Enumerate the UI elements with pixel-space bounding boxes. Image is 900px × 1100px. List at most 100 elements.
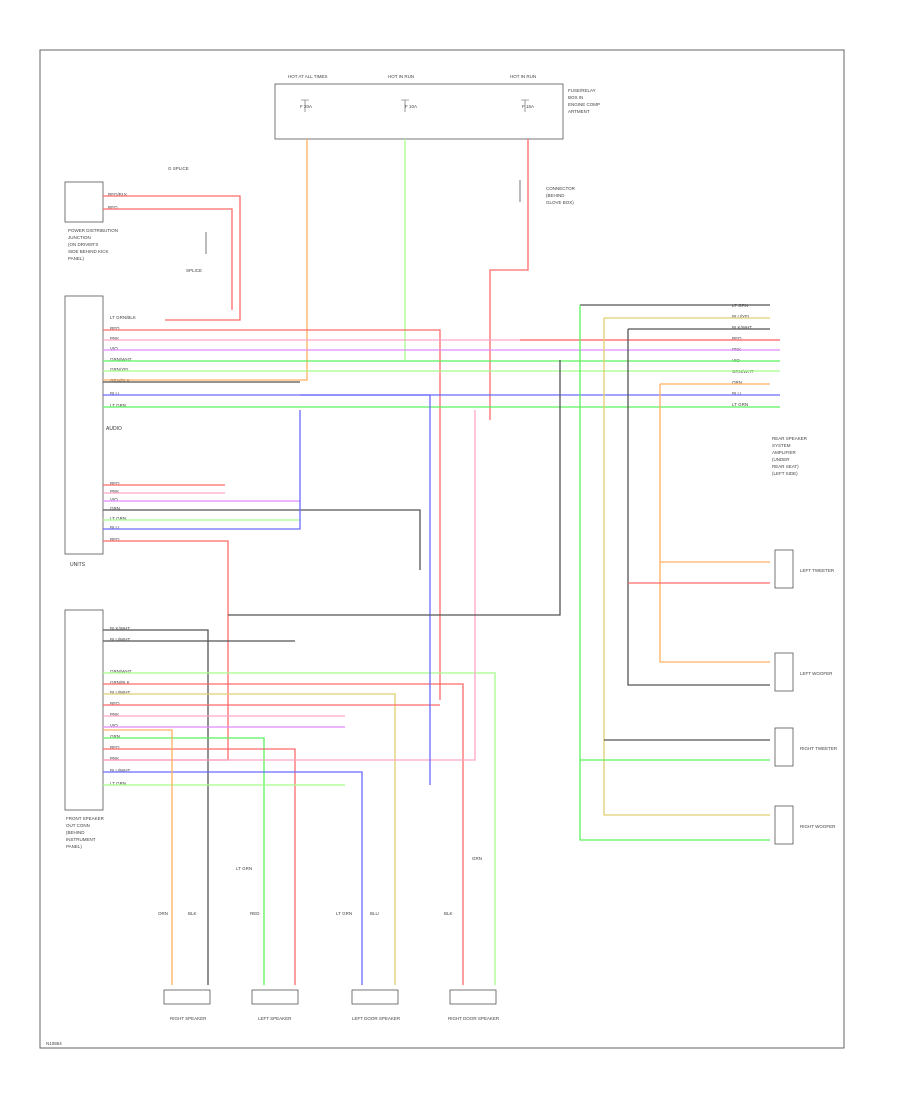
rear-speaker-amp-label: REAR SPEAKER SYSTEM AMPLIFIER (UNDER REA… <box>772 436 808 476</box>
wire-yellow-38 <box>103 693 396 985</box>
audio-unit-footer: UNITS <box>70 562 86 568</box>
spk-wire-5: LT GRN <box>336 911 352 916</box>
front-connector-label-5: PANEL) <box>66 844 82 849</box>
fuse-id-1: F 20A <box>300 104 312 109</box>
wire-red-5 <box>489 139 529 420</box>
fuse-id-3: F 15A <box>522 104 534 109</box>
right-wire-3: BLK/WHT <box>732 325 752 330</box>
wire-red-37 <box>103 683 464 985</box>
audio-wire-3: PNK <box>110 336 119 341</box>
front-wire-9: GRN <box>110 734 120 739</box>
audio-lower-4: GRN <box>110 506 120 511</box>
footer-code: N10864 <box>46 1041 62 1046</box>
splice-mid-label: SPLICE <box>186 268 202 273</box>
right-speakers: LEFT TWEETER LEFT WOOFER RIGHT TWEETER R… <box>774 549 838 845</box>
audio-wire-6: GRN/YEL <box>110 367 130 372</box>
spk-wire-3: LT GRN <box>236 866 252 871</box>
wire-blue-48 <box>300 394 431 785</box>
wire-green-42 <box>103 737 265 985</box>
front-wire-13: LT GRN <box>110 781 126 786</box>
left-door-speaker-label: LEFT DOOR SPEAKER <box>352 1016 401 1021</box>
wire-pink-44 <box>103 410 476 761</box>
wire-yellow-20 <box>603 318 770 816</box>
wire-green-19 <box>579 305 770 841</box>
spk-wire-4: RED <box>250 911 260 916</box>
junction-label-5: PANEL) <box>68 256 84 261</box>
audio-lower-5: LT GRN <box>110 516 126 521</box>
top-left-connector <box>64 181 104 223</box>
front-wire-6: RED <box>110 701 120 706</box>
front-wire-12: BLU/WHT <box>110 768 131 773</box>
wire-dark-34 <box>103 629 209 985</box>
rear-amp-l5: REAR SEAT) <box>772 464 799 469</box>
fuse-box-side-1: FUSE/RELAY <box>568 88 596 93</box>
audio-lower-3: VIO <box>110 497 118 502</box>
right-speaker-label: RIGHT SPEAKER <box>170 1016 207 1021</box>
audio-wire-8: BLU <box>110 391 119 396</box>
left-tweeter-label: LEFT TWEETER <box>800 568 835 573</box>
left-speaker-box <box>251 989 299 1005</box>
front-connector-label-4: INSTRUMENT <box>66 837 96 842</box>
fuse-box-side-2: BOX IN <box>568 95 583 100</box>
diagram-frame <box>39 49 845 1049</box>
wire-dark-21 <box>627 329 770 686</box>
front-wire-11: PNK <box>110 756 119 761</box>
wire-lt-green-36 <box>103 672 496 985</box>
wire-red-6 <box>103 329 441 700</box>
front-wire-4: GRN/BLK <box>110 680 130 685</box>
front-wire-2: BLU/WHT <box>110 637 131 642</box>
wire-red-2 <box>103 208 233 310</box>
left-woofer-box <box>774 652 794 692</box>
front-wire-3: GRN/WHT <box>110 669 132 674</box>
front-connector-label-1: FRONT SPEAKER <box>66 816 105 821</box>
right-wire-2: BLU/YEL <box>732 314 751 319</box>
audio-wire-9: LT GRN <box>110 403 126 408</box>
right-connector-label-1: CONNECTOR <box>546 186 576 191</box>
audio-lower-7: RED <box>110 537 120 542</box>
right-wire-8: ORN <box>732 380 742 385</box>
right-woofer-label: RIGHT WOOFER <box>800 824 836 829</box>
audio-unit-label: AUDIO <box>106 426 122 432</box>
wire-orange-47 <box>103 729 173 985</box>
wire-blue-45 <box>103 771 363 985</box>
audio-wire-1: LT GRN/BLK <box>110 315 136 320</box>
rear-amp-l3: AMPLIFIER <box>772 450 797 455</box>
front-connector-wire-labels: BLK/WHT BLU/WHT GRN/WHT GRN/BLK BLU/WHT … <box>110 626 132 786</box>
front-wire-5: BLU/WHT <box>110 690 131 695</box>
junction-label-1: POWER DISTRIBUTION <box>68 228 118 233</box>
wire-label-red-blk: RED/BLK <box>108 192 127 197</box>
right-tweeter-label: RIGHT TWEETER <box>800 746 838 751</box>
fuse-relay-box: HOT AT ALL TIMES HOT IN RUN HOT IN RUN F… <box>274 74 600 140</box>
fuse-label-1: HOT AT ALL TIMES <box>288 74 328 79</box>
right-door-speaker-label: RIGHT DOOR SPEAKER <box>448 1016 500 1021</box>
fuse-id-2: F 10A <box>405 104 417 109</box>
fuse-box-side-3: ENGINE COMP <box>568 102 600 107</box>
front-wire-1: BLK/WHT <box>110 626 130 631</box>
right-door-speaker-box <box>449 989 497 1005</box>
right-wire-9: BLU <box>732 391 741 396</box>
fuse-label-3: HOT IN RUN <box>510 74 536 79</box>
left-tweeter-box <box>774 549 794 589</box>
wire-label-red: RED <box>108 205 118 210</box>
front-wire-7: PNK <box>110 712 119 717</box>
audio-wire-5: GRN/WHT <box>110 357 132 362</box>
speaker-wire-labels: ORN BLK LT GRN RED LT GRN BLU BLK GRN <box>158 856 482 916</box>
fuse-label-2: HOT IN RUN <box>388 74 414 79</box>
wire-dark-30 <box>103 509 421 570</box>
left-woofer-label: LEFT WOOFER <box>800 671 833 676</box>
right-tweeter-box <box>774 727 794 767</box>
junction-label-2: JUNCTION <box>68 235 91 240</box>
right-speaker-box <box>163 989 211 1005</box>
fuse-box-side-4: ARTMENT <box>568 109 590 114</box>
junction-label-4: SIDE BEHIND KICK <box>68 249 109 254</box>
top-splice-label: G SPLICE <box>168 166 189 171</box>
front-connector-label-3: (BEHIND <box>66 830 85 835</box>
rear-amp-l4: (UNDER <box>772 457 790 462</box>
left-door-speaker-box <box>351 989 399 1005</box>
wire-dark-49 <box>228 360 561 616</box>
spk-wire-1: ORN <box>158 911 168 916</box>
wire-harness <box>103 139 780 985</box>
audio-lower-2: PNK <box>110 489 119 494</box>
spk-wire-6: BLU <box>370 911 379 916</box>
